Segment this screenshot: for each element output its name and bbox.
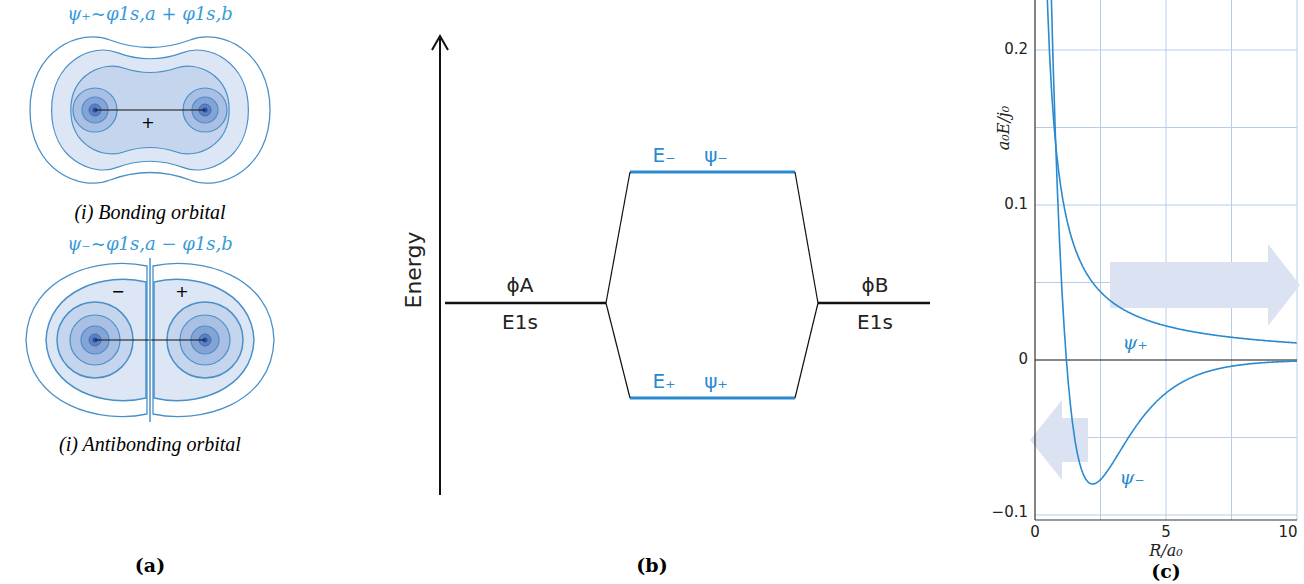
energy-level-label: ψ₊ [704,370,728,393]
bonding-orbital-contours [30,37,270,183]
axis-title: a₀E/j₀ [995,106,1013,150]
grid-line [1100,0,1101,520]
panel-letter: (b) [636,555,667,577]
phase-sign: + [175,283,188,301]
panel-letter: (c) [1151,561,1181,583]
panel-letter: (a) [135,555,165,577]
tick-label: 0.1 [1004,196,1028,213]
energy-curves [1047,0,1297,484]
zero-line [1035,359,1297,360]
energy-level-diagram [432,36,930,495]
atomic-orbital-label: ϕB [862,274,889,297]
tick-label: −0.1 [992,504,1028,521]
phase-sign: − [111,283,124,301]
wavefunction-formula: ψ₊~φ1s,a + φ1s,b [67,4,233,25]
tick-label: 0 [1018,351,1028,368]
y-axis [1034,0,1035,520]
tick-label: 0.2 [1004,41,1028,58]
curve-label: ψ₋ [1120,467,1145,489]
antibonding-orbital-contours [26,258,274,422]
energy-level-label: E₋ [652,144,675,167]
tick-label: 0 [1030,524,1040,541]
energy-curve [1047,0,1297,343]
curve-label: ψ₊ [1123,332,1148,354]
wavefunction-formula: ψ₋~φ1s,a − φ1s,b [67,234,233,255]
tick-label: 10 [1278,524,1297,541]
energy-curve [1051,0,1297,484]
orbital-caption: (i) Bonding orbital [74,201,225,224]
energy-level-label: E1s [502,311,538,334]
atomic-orbital-label: ϕA [507,274,534,297]
x-axis [1035,519,1297,520]
energy-level-label: E1s [857,311,893,334]
direction-arrow [1030,400,1088,480]
energy-curve-plot [1030,0,1300,520]
tick-label: 5 [1161,524,1171,541]
energy-level-label: E₊ [652,370,675,393]
grid-line [1297,0,1298,520]
energy-level-label: ψ₋ [704,144,728,167]
orbital-caption: (i) Antibonding orbital [59,433,241,456]
axis-title: R/a₀ [1149,542,1182,560]
direction-arrow [1110,244,1300,326]
phase-sign: + [141,114,154,132]
axis-title: Energy [401,231,426,308]
grid-line [1166,0,1167,520]
grid-line [1231,0,1232,520]
